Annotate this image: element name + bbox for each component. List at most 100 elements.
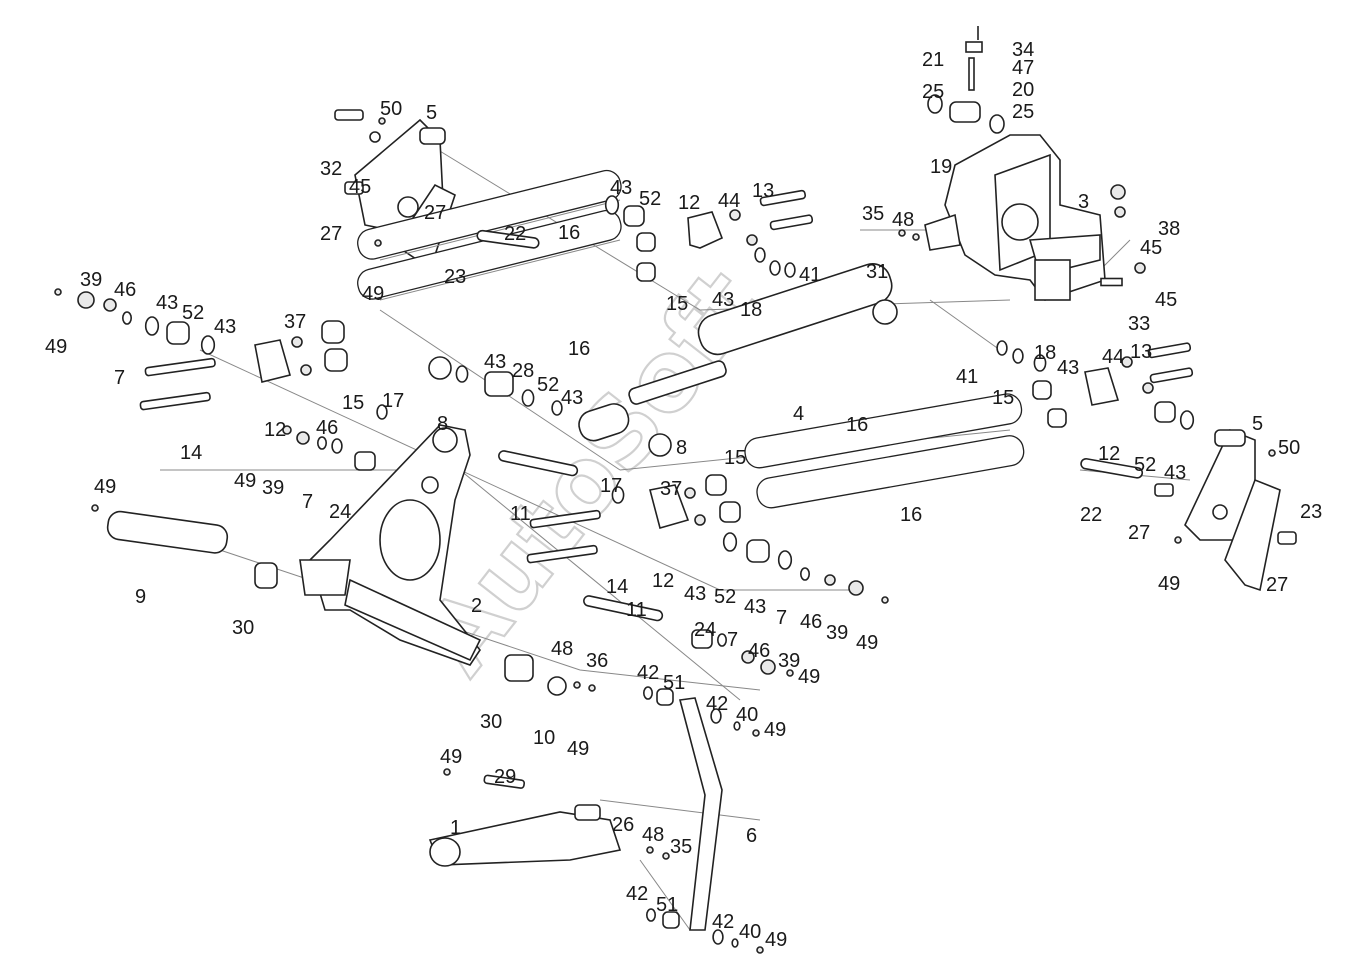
callout-39: 39 <box>262 477 284 499</box>
small-part-nut <box>898 229 906 237</box>
callout-15: 15 <box>342 392 364 414</box>
small-part-nut <box>694 514 706 526</box>
small-parts <box>54 117 1276 954</box>
small-part-bush <box>705 474 727 496</box>
callout-25: 25 <box>922 81 944 103</box>
callout-47: 47 <box>1012 57 1034 79</box>
spring-part-16-lower <box>744 393 1025 509</box>
callout-42: 42 <box>706 693 728 715</box>
small-part-ring <box>642 686 653 700</box>
small-part-ring <box>716 633 727 647</box>
small-part-ring <box>645 908 656 922</box>
callout-7: 7 <box>114 367 125 389</box>
small-part-ring <box>777 550 793 570</box>
callout-12: 12 <box>678 192 700 214</box>
small-part-nut <box>912 233 920 241</box>
small-part-nut <box>443 768 451 776</box>
small-part-nut <box>291 336 303 348</box>
callout-42: 42 <box>712 911 734 933</box>
callout-45: 45 <box>1140 237 1162 259</box>
callout-42: 42 <box>637 662 659 684</box>
small-part-bush <box>746 539 770 563</box>
callout-49: 49 <box>234 470 256 492</box>
small-part-bush <box>662 911 680 929</box>
callout-43: 43 <box>156 292 178 314</box>
callout-44: 44 <box>718 190 740 212</box>
callout-22: 22 <box>504 223 526 245</box>
callout-48: 48 <box>551 638 573 660</box>
callout-19: 19 <box>930 156 952 178</box>
callout-16: 16 <box>900 504 922 526</box>
callout-1: 1 <box>450 817 461 839</box>
small-part-nut <box>588 684 596 692</box>
callout-29: 29 <box>494 766 516 788</box>
callout-37: 37 <box>660 478 682 500</box>
callout-12: 12 <box>264 419 286 441</box>
small-part-ring <box>376 404 388 420</box>
callout-7: 7 <box>727 629 738 651</box>
callout-11: 11 <box>510 503 531 525</box>
small-part-nut <box>746 234 758 246</box>
callout-27: 27 <box>1266 574 1288 596</box>
small-part-ring <box>1033 354 1047 372</box>
callout-46: 46 <box>114 279 136 301</box>
callout-13: 13 <box>752 180 774 202</box>
callout-52: 52 <box>639 188 661 210</box>
callout-30: 30 <box>480 711 502 733</box>
callout-43: 43 <box>610 177 632 199</box>
small-part-ring <box>769 260 781 276</box>
rod-part-22-left <box>476 229 540 249</box>
small-part-nut <box>848 580 864 596</box>
callout-49: 49 <box>94 476 116 498</box>
small-part-nut <box>1268 449 1276 457</box>
callout-18: 18 <box>1034 342 1056 364</box>
callout-9: 9 <box>135 586 146 608</box>
callout-12: 12 <box>652 570 674 592</box>
callout-49: 49 <box>45 336 67 358</box>
small-part-nut <box>374 239 382 247</box>
callout-3: 3 <box>1078 191 1089 213</box>
callout-39: 39 <box>778 650 800 672</box>
callout-38: 38 <box>1158 218 1180 240</box>
small-part-nut <box>296 431 310 445</box>
callout-15: 15 <box>992 387 1014 409</box>
callout-5: 5 <box>1252 413 1263 435</box>
small-part-ring <box>200 335 216 355</box>
callout-48: 48 <box>642 824 664 846</box>
callout-49: 49 <box>440 746 462 768</box>
small-part-bolt <box>1100 277 1123 287</box>
small-part-ring <box>1179 410 1195 430</box>
small-part-ring <box>316 436 327 450</box>
small-part-nut <box>824 574 836 586</box>
callout-6: 6 <box>746 825 757 847</box>
callout-49: 49 <box>798 666 820 688</box>
callout-43: 43 <box>684 583 706 605</box>
callout-28: 28 <box>512 360 534 382</box>
callout-43: 43 <box>214 316 236 338</box>
callout-43: 43 <box>712 289 734 311</box>
small-part-ring <box>144 316 160 336</box>
callout-49: 49 <box>856 632 878 654</box>
callout-16: 16 <box>846 414 868 436</box>
small-part-nut <box>1121 356 1133 368</box>
small-part-ring <box>754 247 766 263</box>
callout-31: 31 <box>866 261 888 283</box>
callout-51: 51 <box>663 672 685 694</box>
pin-part-19 <box>927 26 1005 134</box>
small-part-bush <box>656 688 674 706</box>
small-part-nut <box>1114 206 1126 218</box>
callout-8: 8 <box>437 413 448 435</box>
small-part-bush <box>623 205 645 227</box>
small-part-bush <box>324 348 348 372</box>
callout-43: 43 <box>744 596 766 618</box>
callout-24: 24 <box>694 619 716 641</box>
bolt-part-13-14 <box>139 189 1194 564</box>
callout-26: 26 <box>612 814 634 836</box>
callout-14: 14 <box>606 576 628 598</box>
callout-30: 30 <box>232 617 254 639</box>
callout-41: 41 <box>956 366 978 388</box>
callout-15: 15 <box>724 447 746 469</box>
callout-5: 5 <box>426 102 437 124</box>
small-part-ring <box>733 721 741 731</box>
callout-33: 33 <box>1128 313 1150 335</box>
